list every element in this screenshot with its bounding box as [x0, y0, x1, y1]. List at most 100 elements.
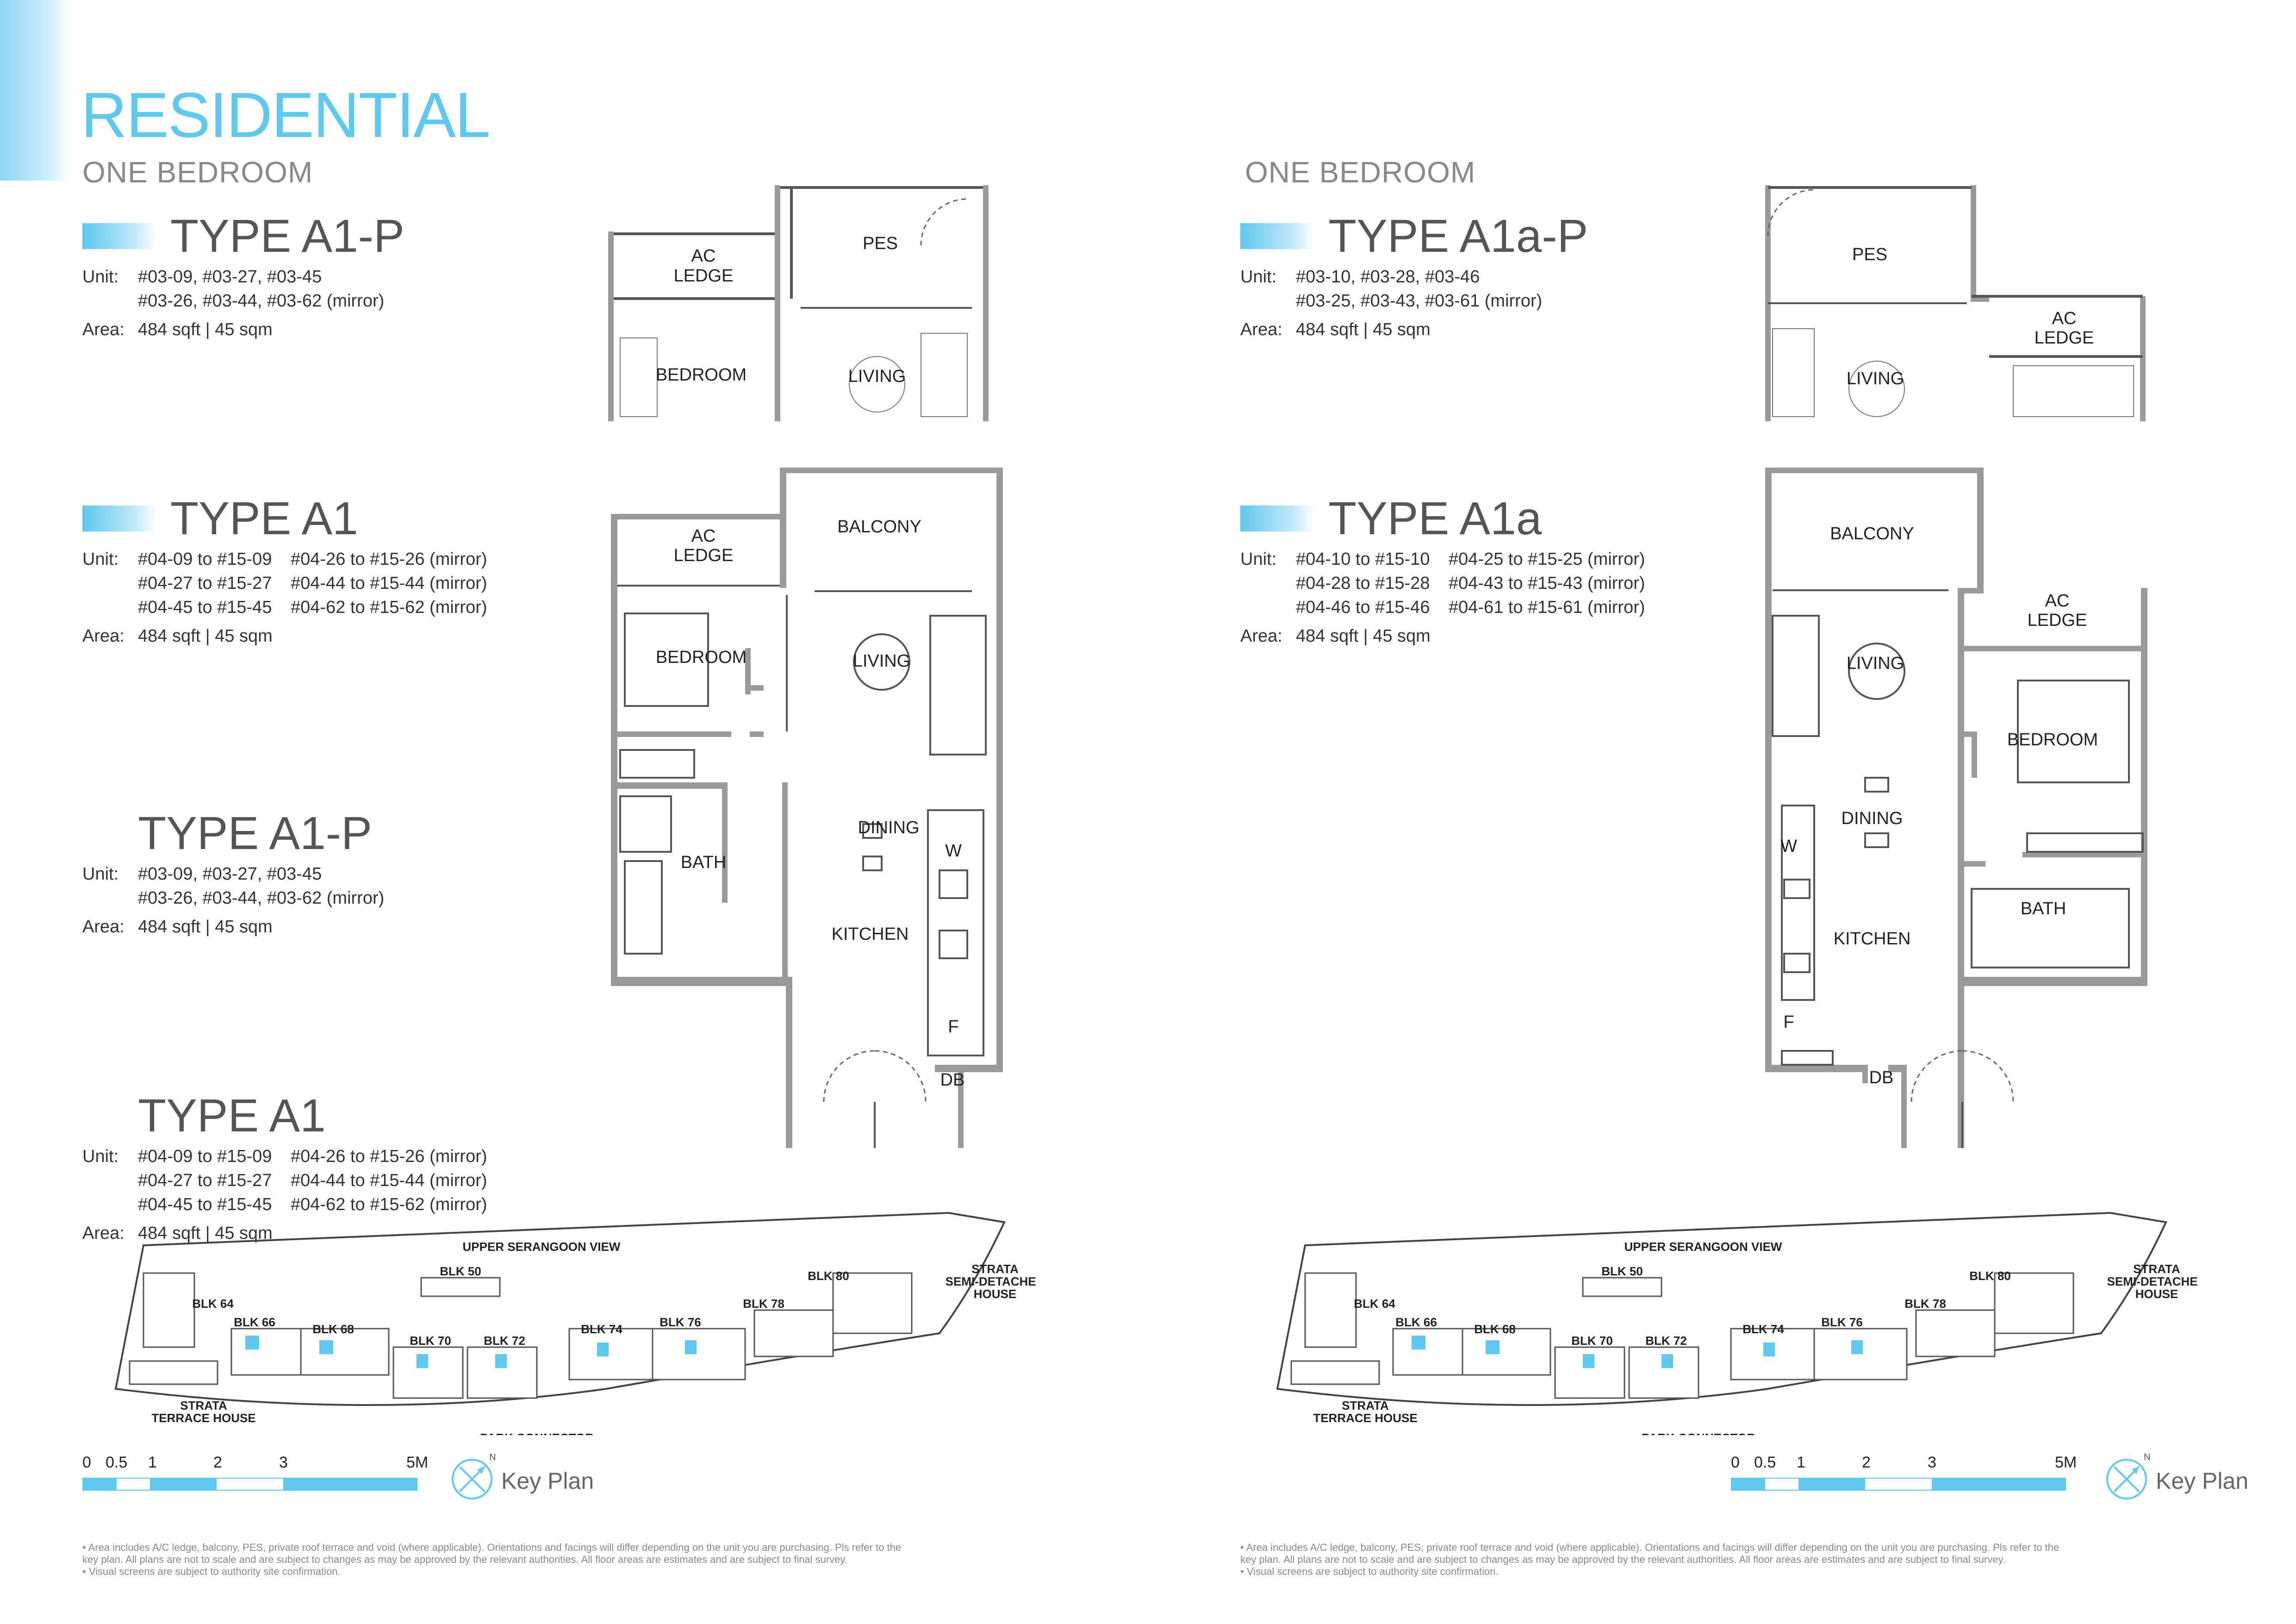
plan-label: DINING [858, 818, 920, 837]
plan-label: LEDGE [674, 266, 734, 286]
footnote-line: • Visual screens are subject to authorit… [82, 1566, 341, 1577]
plan-label: F [1783, 1012, 1794, 1032]
unit-type-block: TYPE A1a-P Unit:#03-10, #03-28, #03-46 #… [1240, 213, 1588, 342]
unit-line: #04-43 to #15-43 (mirror) [1449, 574, 1645, 593]
area-value: 484 sqft | 45 sqm [1296, 320, 1431, 339]
scale-label: 0.5 [106, 1454, 128, 1471]
scale-label: 0.5 [1754, 1454, 1776, 1471]
type-name: TYPE A1 [138, 1090, 326, 1142]
unit-line: #03-10, #03-28, #03-46 [1296, 267, 1480, 287]
block-label: BLK 74 [1742, 1322, 1784, 1336]
plan-label: AC [691, 526, 716, 546]
type-swatch [82, 506, 156, 531]
unit-type-block: TYPE A1a Unit: #04-10 to #15-10 #04-25 to … [1240, 495, 1645, 648]
plan-label: KITCHEN [1834, 929, 1911, 949]
north-key-plan-left: N Key Plan [447, 1454, 595, 1505]
scale-label: 5M [406, 1454, 429, 1471]
area-label: Area: [82, 1224, 124, 1243]
unit-line: #03-26, #03-44, #03-62 (mirror) [138, 888, 385, 908]
estate-label: SEMI-DETACHED [946, 1274, 1037, 1288]
estate-label: STRATA [2133, 1262, 2180, 1276]
scale-label: 3 [279, 1454, 288, 1471]
section-title-left: ONE BEDROOM [82, 156, 313, 189]
block-label: BLK 76 [1821, 1315, 1863, 1329]
floor-plan-a1p-partial: AC LEDGE PES BEDROOM LIVING [597, 181, 1004, 421]
unit-line: #04-26 to #15-26 (mirror) [291, 1147, 487, 1166]
unit-line: #04-46 to #15-46 [1296, 598, 1430, 617]
unit-line: #04-27 to #15-27 [138, 1171, 272, 1190]
plan-label: AC [2045, 591, 2070, 611]
plan-label: LIVING [848, 367, 906, 386]
block-label: BLK 80 [1969, 1269, 2011, 1283]
unit-line: #04-45 to #15-45 [138, 598, 272, 617]
block-label: BLK 78 [1904, 1297, 1946, 1311]
area-value: 484 sqft | 45 sqm [138, 626, 273, 646]
unit-line: #04-62 to #15-62 (mirror) [291, 598, 487, 617]
block-label: BLK 78 [743, 1297, 784, 1311]
north-key-plan-right: N Key Plan [2101, 1454, 2249, 1505]
estate-label: STRATA [1342, 1399, 1389, 1412]
unit-label: Unit: [82, 864, 119, 884]
block-label: BLK 50 [440, 1264, 481, 1278]
road-label: PARK CONNECTOR [480, 1431, 594, 1435]
block-label: BLK 80 [808, 1269, 849, 1283]
block-label: BLK 70 [410, 1334, 451, 1348]
type-name: TYPE A1a [1328, 493, 1542, 544]
plan-label: W [1780, 837, 1797, 856]
estate-label: STRATA [180, 1399, 227, 1412]
scale-label: 0 [82, 1454, 91, 1471]
plan-label: AC [691, 246, 716, 266]
key-plan-label: Key Plan [2156, 1468, 2249, 1494]
area-value: 484 sqft | 45 sqm [1296, 626, 1431, 646]
unit-type-block: TYPE A1 Unit:#04-09 to #15-09#04-26 to #… [82, 1093, 487, 1245]
unit-line: #04-10 to #15-10 [1296, 550, 1430, 569]
unit-line: #04-09 to #15-09 [138, 550, 272, 569]
scale-bar-left: 0 0.5 1 2 3 5M [82, 1454, 434, 1500]
plan-label: PES [1852, 245, 1887, 264]
unit-line: #04-61 to #15-61 (mirror) [1449, 598, 1645, 617]
block-label: BLK 72 [484, 1334, 525, 1348]
estate-label: HOUSE [974, 1287, 1016, 1301]
estate-label: STRATA [971, 1262, 1019, 1276]
section-title-right: ONE BEDROOM [1245, 156, 1476, 189]
area-value: 484 sqft | 45 sqm [138, 320, 273, 339]
unit-line: #04-44 to #15-44 (mirror) [291, 1171, 487, 1190]
unit-type-block: TYPE A1-P Unit:#03-09, #03-27, #03-45 #0… [82, 810, 384, 939]
plan-label: LEDGE [2035, 328, 2094, 348]
plan-label: F [948, 1017, 958, 1037]
type-swatch [1240, 506, 1314, 531]
unit-label: Unit: [1240, 550, 1277, 569]
block-label: BLK 66 [234, 1315, 275, 1329]
unit-line: #04-25 to #15-25 (mirror) [1449, 550, 1645, 569]
north-arrow-icon: N [2106, 1454, 2150, 1499]
scale-label: 5M [2055, 1454, 2077, 1471]
north-arrow-icon: N [452, 1454, 496, 1499]
block-label: BLK 66 [1395, 1315, 1437, 1329]
area-label: Area: [1240, 626, 1282, 646]
footnote-line: key plan. All plans are not to scale and… [82, 1554, 847, 1565]
unit-line: #04-27 to #15-27 [138, 574, 272, 593]
scale-label: 2 [1862, 1454, 1871, 1471]
area-label: Area: [82, 320, 124, 339]
type-name: TYPE A1-P [138, 807, 372, 859]
scale-label: 2 [213, 1454, 222, 1471]
scale-label: 0 [1731, 1454, 1740, 1471]
north-label: N [2144, 1454, 2150, 1462]
plan-label: W [945, 841, 962, 861]
type-name: TYPE A1a-P [1328, 210, 1588, 262]
corner-accent-tab [0, 0, 69, 181]
unit-line: #03-09, #03-27, #03-45 [138, 267, 322, 287]
footnote-line: key plan. All plans are not to scale and… [1240, 1554, 2005, 1565]
floor-plan-a1ap-partial: PES AC LEDGE LIVING [1754, 181, 2161, 421]
unit-label: Unit: [82, 267, 119, 287]
area-value: 484 sqft | 45 sqm [138, 1224, 273, 1243]
plan-label: BATH [2021, 899, 2066, 918]
plan-label: KITCHEN [832, 924, 909, 944]
area-label: Area: [1240, 320, 1282, 339]
estate-label: TERRACE HOUSE [1313, 1411, 1417, 1425]
unit-line: #04-45 to #15-45 [138, 1195, 272, 1214]
unit-line: #04-62 to #15-62 (mirror) [291, 1195, 487, 1214]
unit-line: #03-26, #03-44, #03-62 (mirror) [138, 291, 385, 311]
footnote-line: • Area includes A/C ledge, balcony, PES,… [82, 1542, 902, 1553]
unit-type-block: TYPE A1-P Unit:#03-09, #03-27, #03-45 #0… [82, 213, 404, 342]
